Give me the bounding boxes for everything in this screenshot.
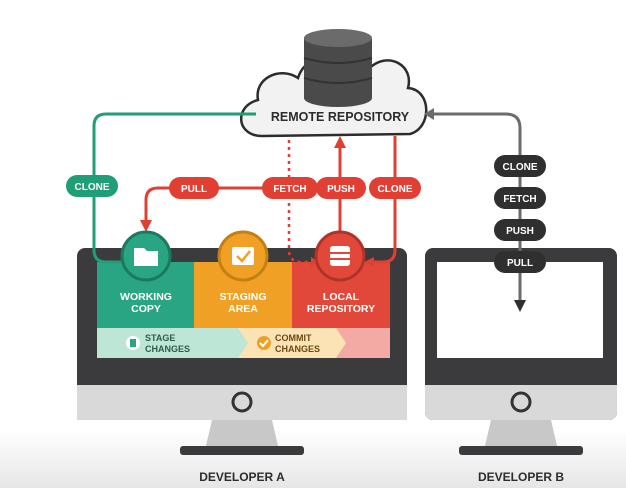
clone-left-label: CLONE (75, 182, 110, 193)
arrowhead-icon (311, 257, 319, 267)
monitor-base (459, 446, 583, 455)
staging-area-check-icon (217, 230, 269, 282)
staging-area-label-line2: AREA (228, 303, 258, 315)
dev-b-clone-label: CLONE (503, 162, 538, 173)
monitor-base (180, 446, 304, 455)
power-button-icon (231, 391, 253, 413)
clone-pill-right[interactable] (369, 177, 421, 199)
working-copy-label-line1: WORKING (120, 291, 172, 303)
pull-line (144, 186, 286, 222)
stage-changes-line1: STAGE (145, 333, 175, 343)
commit-changes-line2: CHANGES (275, 344, 320, 354)
working-copy-label-line2: COPY (131, 303, 161, 315)
arrowhead-icon (334, 136, 346, 148)
arrowhead-icon (424, 108, 434, 120)
arrowhead-icon (140, 220, 152, 232)
dev-b-fetch-pill[interactable] (494, 187, 546, 209)
staging-area-label-line1: STAGING (219, 291, 266, 303)
dev-b-push-label: PUSH (506, 226, 534, 237)
push-pill[interactable] (316, 177, 366, 199)
local-repository-database-icon (314, 230, 366, 282)
push-label: PUSH (327, 184, 355, 195)
clone-pill-left[interactable] (66, 175, 118, 197)
pull-label: PULL (181, 184, 207, 195)
developer-a-label: DEVELOPER A (199, 470, 285, 484)
stage-changes-band (97, 328, 248, 358)
developer-b-label: DEVELOPER B (478, 470, 564, 484)
arrowhead-icon (364, 257, 374, 267)
remote-cloud (239, 29, 428, 138)
fetch-pill[interactable] (262, 177, 318, 199)
working-copy-folder-icon (120, 230, 172, 282)
local-repository-label-line1: LOCAL (323, 291, 360, 303)
commit-changes-line1: COMMIT (275, 333, 312, 343)
local-repository-label-line2: REPOSITORY (307, 303, 375, 315)
clone-right-label: CLONE (378, 184, 413, 195)
database-icon (303, 29, 373, 107)
monitor-stand (205, 420, 279, 450)
developer-b-line (426, 112, 522, 302)
dev-b-pull-pill[interactable] (494, 251, 546, 273)
fetch-line (287, 140, 312, 264)
dev-b-push-pill[interactable] (494, 219, 546, 241)
developer-a-screen (97, 262, 390, 358)
pull-pill[interactable] (169, 177, 219, 199)
stage-changes-line2: CHANGES (145, 344, 190, 354)
fetch-label: FETCH (273, 184, 306, 195)
dev-b-clone-pill[interactable] (494, 155, 546, 177)
document-icon (126, 336, 140, 350)
commit-changes-band (238, 328, 346, 358)
check-circle-icon (257, 336, 271, 350)
developer-b-monitor (425, 248, 617, 455)
power-button-icon (510, 391, 532, 413)
arrowhead-icon (514, 300, 526, 312)
remote-repository-label: REMOTE REPOSITORY (271, 110, 410, 124)
dev-b-fetch-label: FETCH (503, 194, 536, 205)
monitor-stand (484, 420, 558, 450)
dev-b-pull-label: PULL (507, 258, 533, 269)
clone-to-local-line (372, 136, 397, 264)
